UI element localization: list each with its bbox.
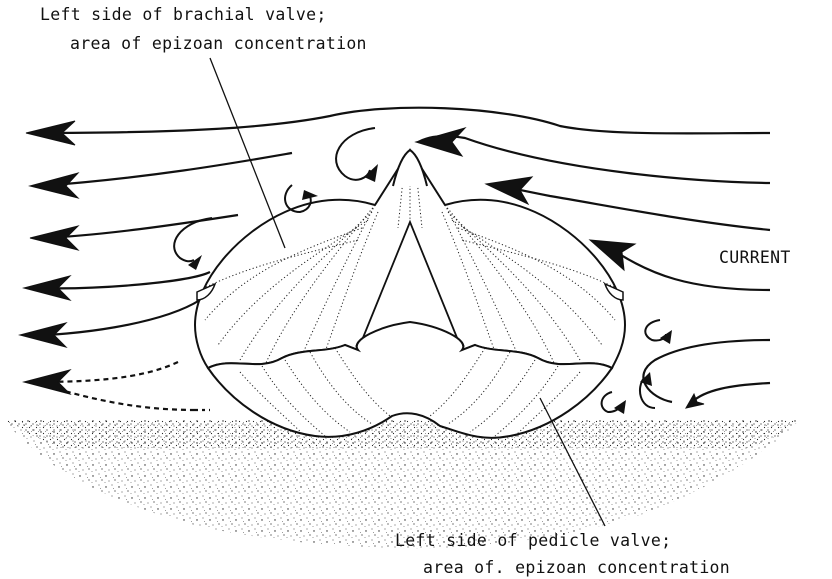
brachial-valve-label-line-2: area of epizoan concentration — [70, 33, 367, 55]
current-label: CURRENT — [719, 247, 791, 269]
pedicle-valve-label-line-2: area of. epizoan concentration — [423, 557, 730, 579]
pedicle-valve-label-line-1: Left side of pedicle valve; — [395, 530, 671, 552]
leader-line-brachial — [210, 58, 285, 248]
brachial-valve-label-line-1: Left side of brachial valve; — [40, 4, 327, 26]
arrowhead-row2-left — [30, 173, 78, 198]
arrowhead-top-right — [416, 128, 465, 156]
sediment — [5, 420, 800, 548]
arrowhead-row3-left — [30, 226, 78, 250]
